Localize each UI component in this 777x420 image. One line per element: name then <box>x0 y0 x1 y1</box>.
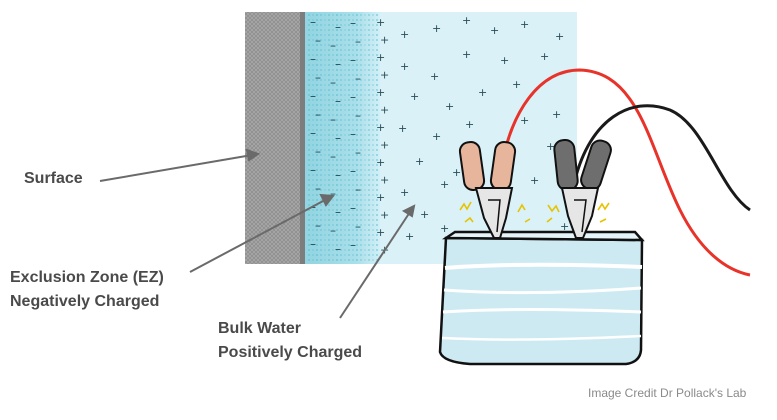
positive-charge-symbol: + <box>546 140 555 153</box>
negative-charge-symbol: – <box>355 183 361 197</box>
positive-charge-symbol: + <box>552 108 561 121</box>
negative-charge-symbol: – <box>355 220 361 234</box>
positive-charge-symbol: + <box>445 100 454 113</box>
positive-charge-symbol: + <box>420 208 429 221</box>
negative-charge-symbol: – <box>355 146 361 160</box>
positive-charge-symbol: + <box>376 16 385 29</box>
positive-charge-symbol: + <box>462 14 471 27</box>
positive-charge-symbol: + <box>380 34 389 47</box>
negative-charge-symbol: – <box>350 16 356 30</box>
positive-charge-symbol: + <box>405 230 414 243</box>
negative-charge-symbol: – <box>310 126 316 140</box>
positive-charge-symbol: + <box>380 174 389 187</box>
negative-charge-symbol: – <box>315 182 321 196</box>
negative-charge-symbol: – <box>355 72 361 86</box>
image-credit: Image Credit Dr Pollack's Lab <box>588 386 747 400</box>
negative-charge-symbol: – <box>330 187 336 201</box>
negative-charge-symbol: – <box>330 39 336 53</box>
negative-charge-symbol: – <box>350 127 356 141</box>
positive-charge-symbol: + <box>380 104 389 117</box>
negative-charge-symbol: – <box>355 35 361 49</box>
positive-charge-symbol: + <box>376 121 385 134</box>
negative-charge-symbol: – <box>350 53 356 67</box>
positive-charge-symbol: + <box>376 156 385 169</box>
negative-charge-symbol: – <box>310 89 316 103</box>
negative-charge-symbol: – <box>330 150 336 164</box>
negative-charge-symbol: – <box>350 90 356 104</box>
positive-charge-symbol: + <box>452 166 461 179</box>
exclusion-zone-label: Exclusion Zone (EZ) <box>10 269 164 286</box>
positive-charge-symbol: + <box>400 186 409 199</box>
positive-charges: + + + + + + + + + + + + + + + + + + + + + + + + + + + + + + + + + + + + + + + +… <box>376 14 569 257</box>
negative-charge-symbol: – <box>330 224 336 238</box>
negative-charge-symbol: – <box>315 71 321 85</box>
positive-charge-symbol: + <box>560 220 569 233</box>
black-clip <box>553 138 612 239</box>
negative-charges: ––––––––––––––––––––––––––––––––––––––– <box>310 15 361 256</box>
negative-charge-symbol: – <box>335 168 341 182</box>
positive-charge-symbol: + <box>462 48 471 61</box>
positive-charge-symbol: + <box>376 191 385 204</box>
positive-charge-symbol: + <box>376 226 385 239</box>
negative-charge-symbol: – <box>335 205 341 219</box>
pointer-lines <box>99 148 416 319</box>
red-clip <box>458 141 517 239</box>
negative-charge-symbol: – <box>310 237 316 251</box>
negative-charge-symbol: – <box>335 242 341 256</box>
bulk-water-label: Bulk Water <box>218 320 301 337</box>
negative-charge-symbol: – <box>315 145 321 159</box>
surface-wall <box>245 12 305 264</box>
positive-charge-symbol: + <box>398 122 407 135</box>
positive-charge-symbol: + <box>512 78 521 91</box>
positive-charge-symbol: + <box>540 50 549 63</box>
surface-label: Surface <box>24 170 83 187</box>
positive-charge-symbol: + <box>432 130 441 143</box>
negative-charge-symbol: – <box>335 131 341 145</box>
positively-charged-label: Positively Charged <box>218 344 363 361</box>
positive-charge-symbol: + <box>415 155 424 168</box>
positive-charge-symbol: + <box>430 70 439 83</box>
negatively-charged-label: Negatively Charged <box>10 293 160 310</box>
positive-charge-symbol: + <box>400 60 409 73</box>
negative-charge-symbol: – <box>335 20 341 34</box>
negative-charge-symbol: – <box>335 94 341 108</box>
positive-charge-symbol: + <box>440 222 449 235</box>
negative-charge-symbol: – <box>315 108 321 122</box>
positive-charge-symbol: + <box>380 209 389 222</box>
exclusion-zone <box>300 12 380 264</box>
negative-charge-symbol: – <box>310 15 316 29</box>
negative-charge-symbol: – <box>350 201 356 215</box>
positive-charge-symbol: + <box>432 22 441 35</box>
black-cable <box>573 104 751 212</box>
positive-charge-symbol: + <box>376 86 385 99</box>
positive-charge-symbol: + <box>380 69 389 82</box>
negative-charge-symbol: – <box>330 113 336 127</box>
positive-charge-symbol: + <box>465 118 474 131</box>
negative-charge-symbol: – <box>350 164 356 178</box>
negative-charge-symbol: – <box>310 163 316 177</box>
negative-charge-symbol: – <box>330 76 336 90</box>
battery <box>438 230 645 366</box>
negative-charge-symbol: – <box>355 109 361 123</box>
negative-charge-symbol: – <box>315 34 321 48</box>
negative-charge-symbol: – <box>350 238 356 252</box>
positive-charge-symbol: + <box>500 54 509 67</box>
positive-charge-symbol: + <box>490 24 499 37</box>
positive-charge-symbol: + <box>478 86 487 99</box>
negative-charge-symbol: – <box>315 219 321 233</box>
positive-charge-symbol: + <box>520 114 529 127</box>
positive-charge-symbol: + <box>555 30 564 43</box>
positive-charge-symbol: + <box>376 51 385 64</box>
positive-charge-symbol: + <box>400 28 409 41</box>
positive-charge-symbol: + <box>520 18 529 31</box>
positive-charge-symbol: + <box>530 174 539 187</box>
positive-charge-symbol: + <box>410 90 419 103</box>
positive-charge-symbol: + <box>440 178 449 191</box>
negative-charge-symbol: – <box>335 57 341 71</box>
sparks <box>459 201 610 223</box>
negative-charge-symbol: – <box>310 52 316 66</box>
positive-charge-symbol: + <box>380 139 389 152</box>
